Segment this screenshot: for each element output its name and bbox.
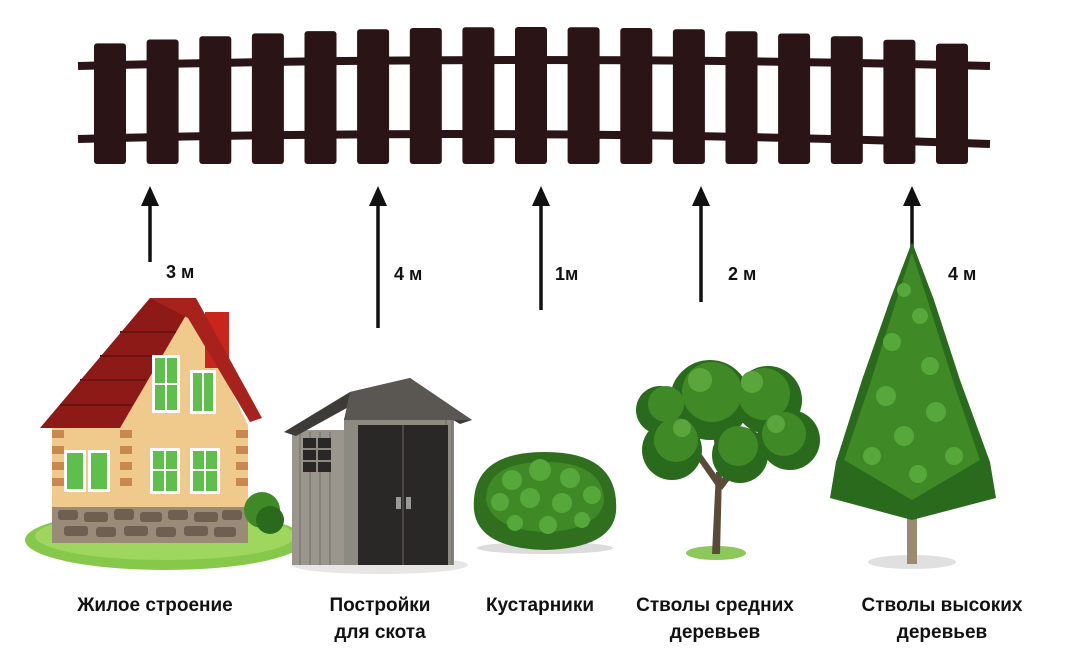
distance-label-shed: 4 м <box>394 264 423 284</box>
arrow-shrub <box>532 186 550 310</box>
fence-picket <box>462 27 495 165</box>
label-medium-tree: Стволы средних деревьев <box>636 595 794 643</box>
fence-picket <box>304 31 337 164</box>
shrub-icon <box>473 452 617 554</box>
distance-label-medium-tree: 2 м <box>728 264 757 284</box>
fence-picket <box>620 28 653 164</box>
label-shrub: Кустарники <box>485 595 595 616</box>
distance-label-shrub: 1м <box>555 264 579 284</box>
house-icon <box>25 298 305 570</box>
shed-icon <box>284 378 472 574</box>
fence-picket <box>409 28 442 164</box>
distance-arrows <box>141 186 921 328</box>
arrow-tall-tree <box>903 186 921 250</box>
fence-picket <box>357 29 390 164</box>
fence-picket <box>199 36 232 165</box>
deciduous-tree-icon <box>636 360 820 560</box>
fence-picket <box>567 27 600 164</box>
distance-label-tall-tree: 4 м <box>948 264 977 284</box>
conifer-tree-icon <box>830 242 996 569</box>
label-tall-tree: Стволы высоких деревьев <box>861 595 1023 643</box>
arrow-medium-tree <box>692 186 710 302</box>
arrow-house <box>141 186 159 262</box>
fence-picket <box>883 39 916 165</box>
fence-picket <box>936 43 968 164</box>
fence-picket <box>725 31 758 165</box>
fence-pickets <box>94 27 968 165</box>
label-house: Жилое строение <box>77 595 233 616</box>
label-shed: Постройки для скота <box>329 595 431 643</box>
fence-picket <box>672 29 705 164</box>
fence <box>77 27 991 165</box>
distance-label-house: 3 м <box>166 262 195 282</box>
arrow-shed <box>369 186 387 328</box>
fence-picket <box>830 36 863 164</box>
fence-picket <box>251 33 284 165</box>
fence-picket <box>778 33 811 164</box>
fence-picket <box>146 39 179 164</box>
fence-picket <box>515 27 547 164</box>
fence-picket <box>94 43 126 164</box>
